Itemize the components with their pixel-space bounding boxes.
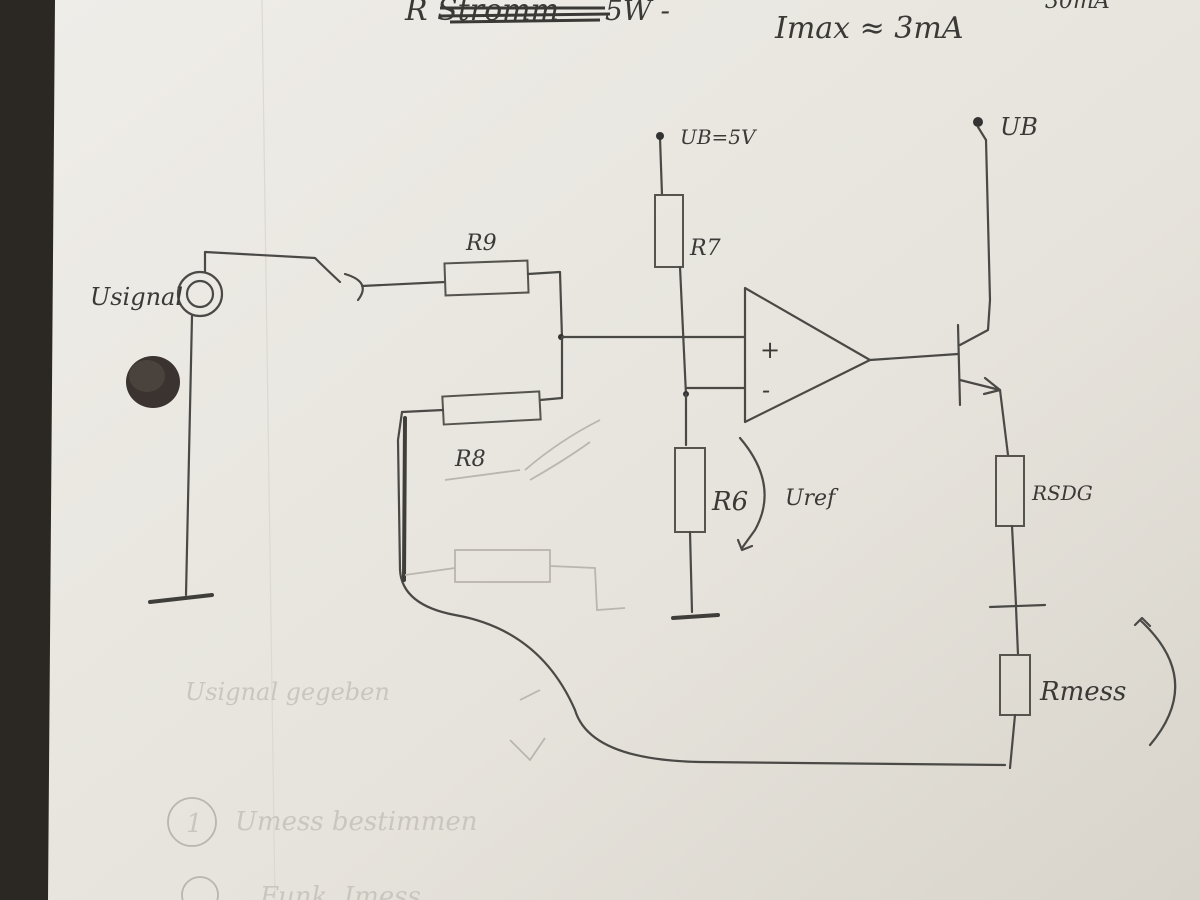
resistor-r7: [654, 194, 684, 268]
ub5v-label: UB=5V: [680, 125, 758, 149]
series-bar: [988, 603, 1047, 609]
feedback-wire: [396, 410, 1007, 767]
opamp-symbol: [743, 286, 872, 424]
r8-label: R8: [454, 447, 486, 472]
transistor-base-bar: [956, 323, 962, 407]
corner-note: 30mA: [1045, 0, 1110, 14]
r9-label: R9: [465, 231, 497, 256]
faint-circle-2: [181, 876, 219, 900]
erased-scribble: [444, 419, 601, 481]
rmess-label: Rmess: [1039, 677, 1126, 707]
transistor-collector: [958, 138, 992, 347]
resistor-r9: [443, 259, 530, 297]
uref-arrow: [738, 436, 766, 550]
rsdg-label: RSDG: [1031, 481, 1093, 505]
r7-label: R7: [689, 236, 721, 261]
faint-circle-1: [167, 797, 217, 847]
margin-line: [261, 0, 276, 900]
paper: [48, 0, 1200, 900]
supply-terminal-right: [973, 117, 983, 127]
r6-label: R6: [711, 487, 748, 517]
opamp-output-wire: [868, 352, 960, 362]
signal-ground-lead: [184, 314, 194, 597]
supply-terminal-left: [656, 132, 664, 140]
crossed-suffix: 5W -: [605, 0, 670, 27]
signal-lead: [203, 250, 342, 284]
imax-note: Imax ≈ 3mA: [774, 11, 964, 46]
uref-label: Uref: [785, 486, 839, 511]
opamp-plus: +: [760, 336, 780, 364]
ground-symbol-middle: [671, 613, 720, 620]
scribble-strike: [439, 6, 611, 24]
usignal-label: Usignal: [90, 283, 183, 311]
connector-symbol: [343, 272, 364, 302]
ub-label: UB: [1000, 113, 1038, 141]
ground-symbol-left: [148, 593, 214, 604]
signal-source-symbol: [176, 270, 224, 318]
umess-arrow: [1138, 618, 1177, 747]
faint-note-2: Umess bestimmen: [235, 807, 477, 837]
faint-note-1: Usignal gegeben: [185, 678, 390, 706]
faint-note-3: Funk. Imess: [259, 882, 421, 900]
faint-num-1: 1: [186, 809, 203, 839]
opamp-minus: -: [762, 376, 770, 404]
resistor-rsdg: [995, 455, 1025, 527]
